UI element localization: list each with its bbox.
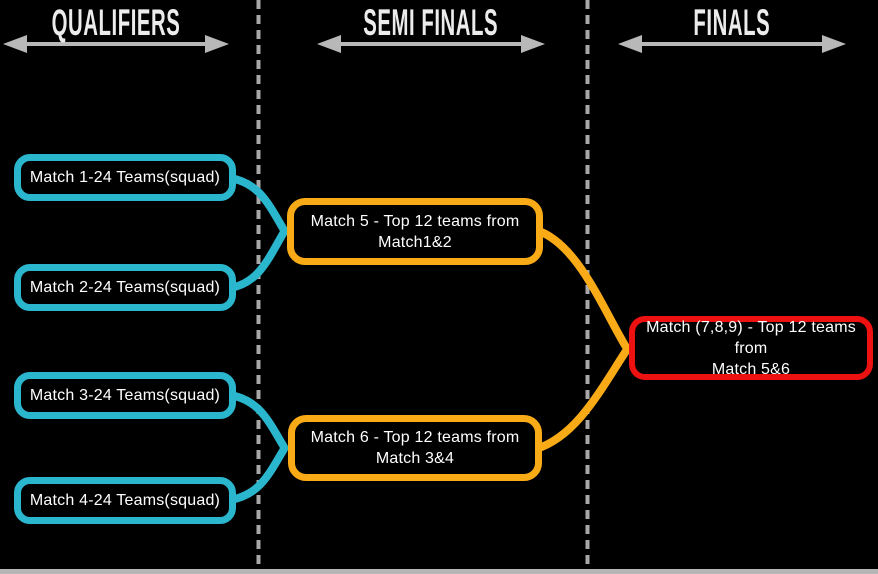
- column-header-qualifiers: QUALIFIERS: [0, 2, 233, 43]
- node-match-2-label: Match 2-24 Teams(squad): [29, 279, 221, 296]
- node-match-3-label: Match 3-24 Teams(squad): [29, 387, 221, 404]
- node-match-4-label: Match 4-24 Teams(squad): [29, 492, 221, 509]
- connector-match2-to-match5: [226, 228, 288, 292]
- connector-match4-to-match6: [226, 445, 288, 504]
- node-match-5-label-line2: Match1&2: [378, 233, 452, 251]
- node-match-1: Match 1-24 Teams(squad): [14, 154, 236, 201]
- connector-match1-to-match5: [226, 174, 288, 234]
- qualifiers-span-arrow: [3, 35, 229, 53]
- finals-label: FINALS: [693, 2, 771, 43]
- semifinals-span-arrow: [317, 35, 545, 53]
- node-match-6-label-line2: Match 3&4: [375, 450, 455, 467]
- node-match-4: Match 4-24 Teams(squad): [14, 477, 236, 524]
- node-final-label-line2: Match 5&6: [711, 360, 791, 378]
- connector-match3-to-match6: [226, 391, 288, 451]
- connector-match6-to-final: [532, 347, 630, 453]
- node-final-match: Match (7,8,9) - Top 12 teams from Match …: [629, 316, 873, 380]
- node-match-5-label-line1: Match 5 - Top 12 teams from: [310, 212, 520, 230]
- node-match-6-label-line1: Match 6 - Top 12 teams from: [310, 429, 520, 446]
- node-match-2: Match 2-24 Teams(squad): [14, 264, 236, 311]
- node-match-3: Match 3-24 Teams(squad): [14, 372, 236, 419]
- connectors-semifinals-to-final: [532, 226, 630, 453]
- node-match-1-label: Match 1-24 Teams(squad): [29, 169, 221, 186]
- connectors-qualifiers-to-semifinals: [226, 174, 288, 504]
- connector-match5-to-final: [532, 226, 630, 351]
- node-final-label-line1: Match (7,8,9) - Top 12 teams from: [646, 318, 856, 357]
- semi-finals-label: SEMI FINALS: [363, 2, 499, 43]
- column-header-semi-finals: SEMI FINALS: [316, 2, 546, 43]
- node-match-6: Match 6 - Top 12 teams from Match 3&4: [288, 415, 542, 481]
- node-match-5: Match 5 - Top 12 teams from Match1&2: [287, 198, 543, 265]
- qualifiers-label: QUALIFIERS: [52, 2, 181, 43]
- finals-span-arrow: [618, 35, 846, 53]
- bottom-border-line: [0, 569, 878, 574]
- column-header-finals: FINALS: [617, 2, 847, 43]
